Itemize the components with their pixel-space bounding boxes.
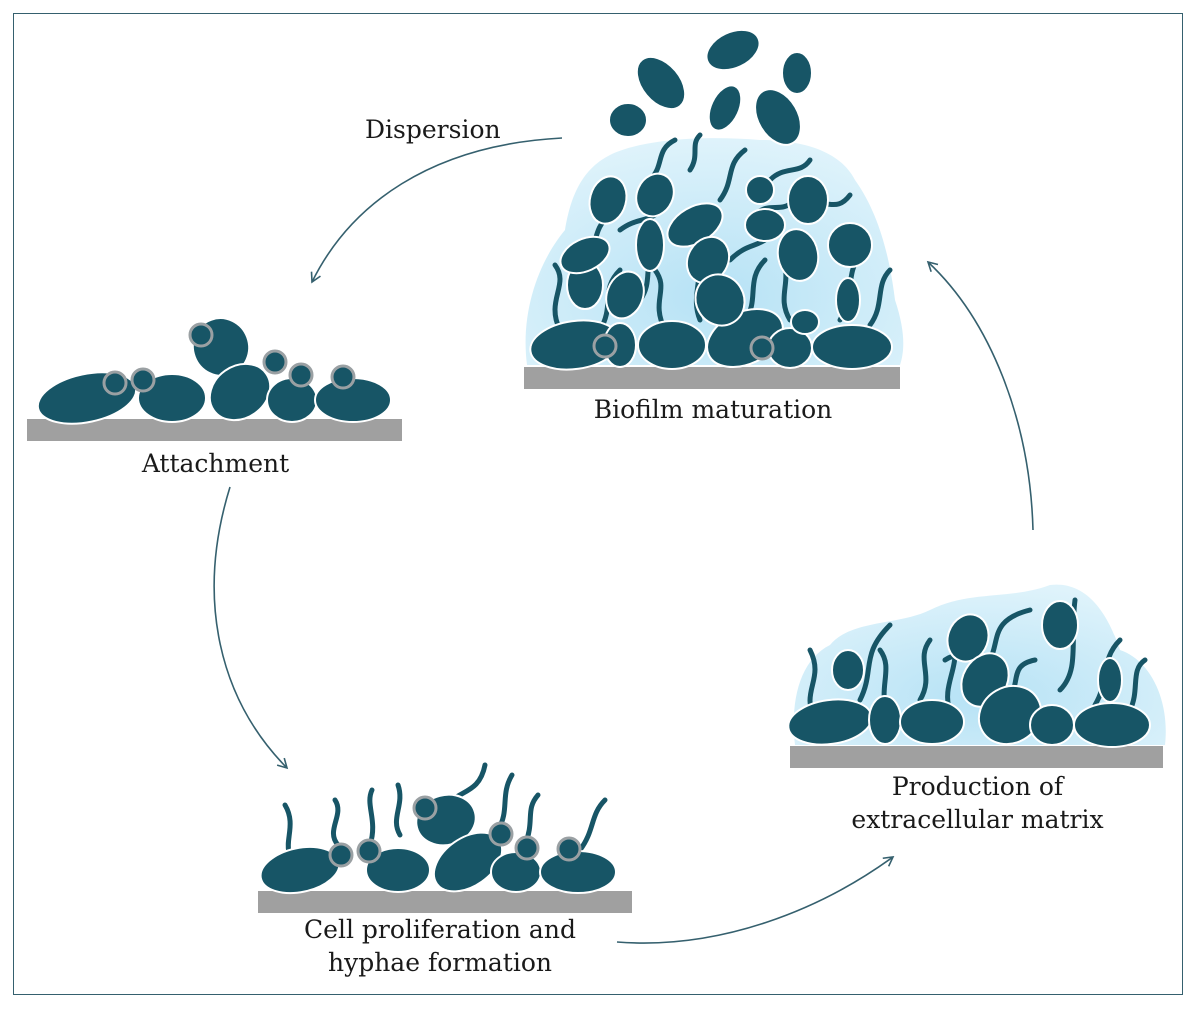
attachment-point (262, 349, 288, 375)
cell (1029, 704, 1075, 746)
cell (977, 684, 1043, 746)
attachment-point (556, 836, 582, 862)
cell (744, 208, 786, 242)
attachment-point (288, 362, 314, 388)
arrow-matrix-to-maturation (926, 260, 1034, 531)
attachment-point (356, 838, 382, 864)
hypha (552, 262, 563, 333)
stage-label-proliferation: Cell proliferation and hyphae formation (280, 913, 600, 979)
attachment-point (102, 370, 128, 396)
diagram-frame (13, 13, 1183, 995)
stage-attachment-illustration (27, 317, 402, 441)
arrow-label-dispersion: Dispersion (365, 115, 501, 144)
stage-matrix-illustration (787, 584, 1166, 768)
stage-label-matrix-line1: Production of (891, 772, 1064, 801)
cell (314, 377, 392, 423)
hypha (867, 267, 893, 328)
cell (787, 175, 829, 225)
surface (27, 419, 402, 441)
dispersed-cell (635, 55, 687, 111)
stage-label-proliferation-line2: hyphae formation (327, 948, 553, 977)
attachment-point (330, 364, 356, 390)
dispersed-cell (781, 51, 813, 95)
dispersed-cell (705, 28, 761, 72)
cell (868, 695, 902, 745)
attachment-point (412, 795, 438, 821)
cell (365, 847, 431, 893)
surface (790, 746, 1163, 768)
stage-proliferation-illustration (258, 762, 632, 913)
dispersed-cell (608, 102, 648, 138)
dispersed-cell (754, 88, 802, 146)
stage-label-matrix-line2: extracellular matrix (851, 805, 1104, 834)
arrow-proliferation-to-matrix (616, 856, 895, 944)
attachment-point (188, 322, 214, 348)
attachment-point (328, 842, 354, 868)
dispersing-cells (608, 28, 813, 146)
hypha (577, 797, 608, 853)
attachment-point (592, 333, 618, 359)
attachment-point (749, 335, 775, 361)
hypha (393, 782, 403, 838)
stage-label-attachment: Attachment (141, 449, 290, 478)
attachment-point (488, 821, 514, 847)
surface (524, 367, 900, 389)
hypha (767, 157, 813, 183)
cell (559, 235, 611, 275)
cell (827, 222, 873, 268)
cell (790, 309, 820, 335)
hypha (717, 147, 748, 203)
hypha (330, 797, 341, 848)
hypha (917, 637, 933, 703)
arrow-attachment-to-proliferation (213, 486, 289, 770)
cell (899, 699, 965, 745)
cell (685, 235, 731, 285)
stage-maturation-illustration (524, 28, 904, 389)
cell (635, 218, 665, 272)
cell (605, 270, 645, 320)
cell (694, 273, 746, 327)
cell (776, 228, 820, 282)
cell (635, 172, 675, 218)
hypha (1127, 657, 1148, 713)
cell (1097, 657, 1123, 703)
cell (208, 362, 272, 422)
stage-label-matrix: Production of extracellular matrix (820, 770, 1135, 836)
hypha (367, 787, 376, 848)
cell (946, 613, 990, 663)
attachment-point (130, 367, 156, 393)
stage-label-proliferation-line1: Cell proliferation and (304, 915, 576, 944)
cell (811, 324, 893, 370)
dispersed-cell (707, 84, 743, 132)
cell (266, 377, 318, 423)
cell (637, 320, 707, 370)
cell (1041, 600, 1079, 650)
cell (831, 649, 865, 691)
cell (1073, 702, 1151, 748)
cell (137, 373, 207, 423)
stage-label-maturation: Biofilm maturation (593, 395, 833, 424)
attachment-point (514, 835, 540, 861)
cell (745, 175, 775, 205)
hypha (687, 132, 703, 173)
cell (588, 175, 628, 225)
arrow-dispersion (310, 137, 563, 284)
cell (835, 277, 861, 323)
surface (258, 891, 632, 913)
hypha (857, 622, 893, 703)
